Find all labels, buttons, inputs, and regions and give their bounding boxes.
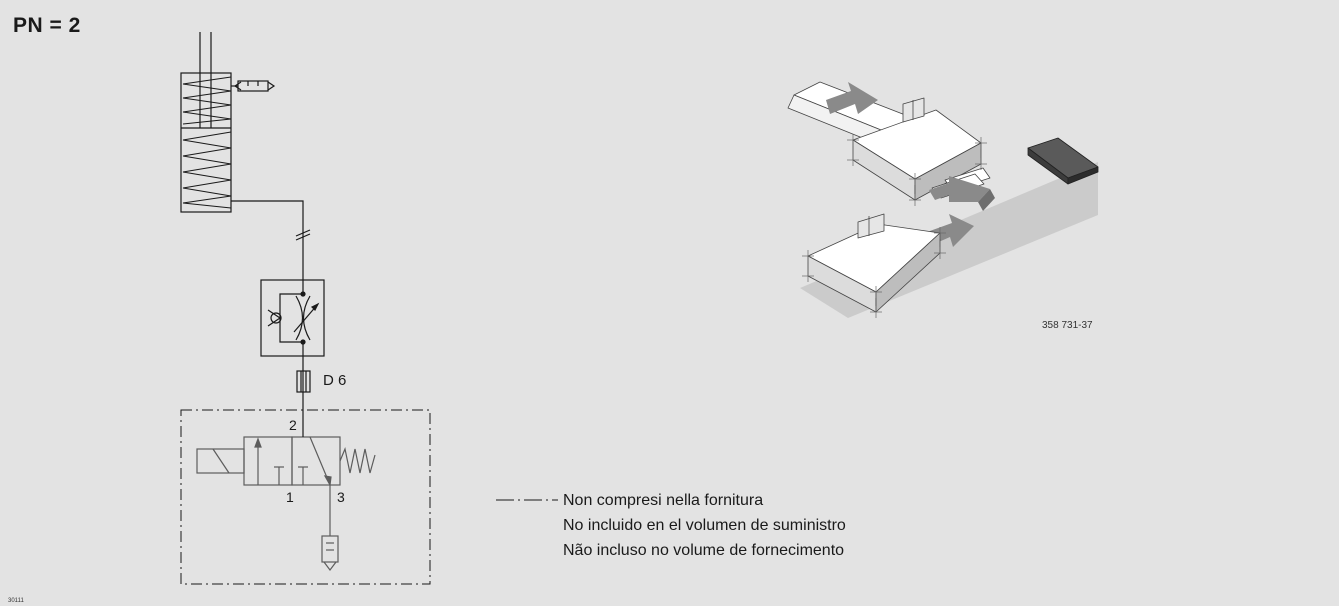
port-1-label: 1 [286,489,294,505]
drawing-number: 358 731-37 [1042,320,1093,331]
upper-pallet [852,97,982,201]
upper-silencer-icon [231,80,276,92]
legend-line-portuguese: Não incluso no volume de fornecimento [563,542,845,559]
motion-arrow-icon [826,82,878,114]
stopper-cylinder [180,72,232,213]
legend-line-spanish: No incluido en el volumen de suministro [563,517,846,534]
stopper-block [1027,137,1099,185]
port-3-label: 3 [337,489,345,505]
stopper-arrow-icon [929,176,990,202]
not-included-boundary [180,409,431,585]
page-title: PN = 2 [13,14,81,37]
supply-line [231,200,304,280]
solenoid-valve [196,436,376,571]
port-2-label: 2 [289,417,297,433]
tube-size-label: D 6 [323,372,347,389]
corner-code: 30111 [8,598,24,604]
tube-fitting-icon [296,370,311,393]
corner-marks [802,134,987,318]
line-break-mark [295,229,311,237]
legend-line-italian: Non compresi nella fornitura [563,492,764,509]
lower-pallet [807,213,941,313]
throttle-check-valve [260,279,325,357]
